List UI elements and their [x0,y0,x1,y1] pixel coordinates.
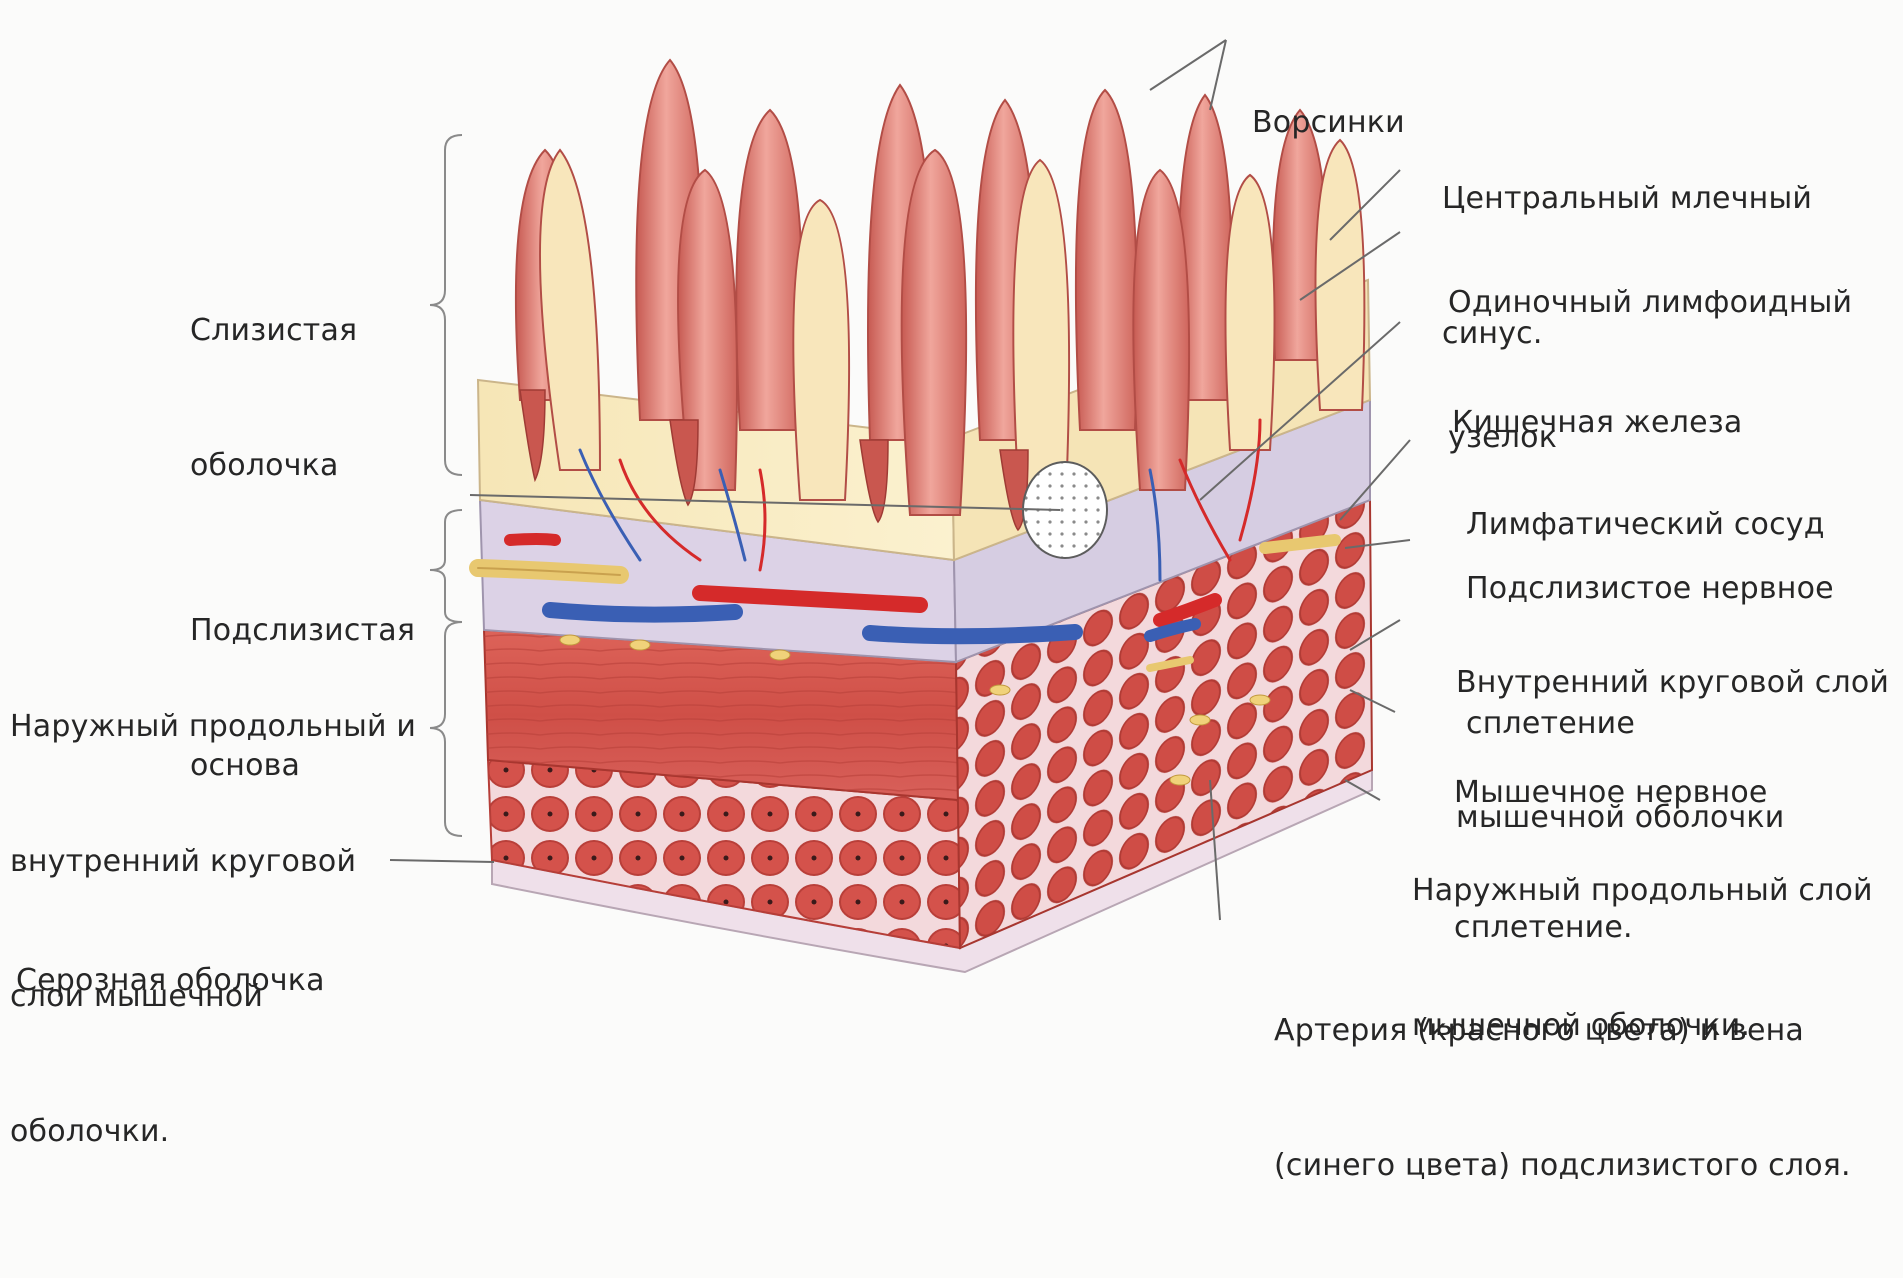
label-villi: Ворсинки [1252,10,1405,235]
left-brackets [430,135,462,836]
diagram-stage: Ворсинки Центральный млечный синус. Один… [0,0,1903,1004]
label-artery-vein-line1: Артерия (красного цвета) и вена [1274,1008,1851,1053]
label-artery-vein-line2: (синего цвета) подслизистого слоя. [1274,1143,1851,1188]
label-serosa-line1: Серозная оболочка [16,958,325,1003]
label-muscular-layers-line1: Наружный продольный и [10,704,416,749]
label-artery-vein: Артерия (красного цвета) и вена (синего … [1274,918,1851,1278]
label-serosa: Серозная оболочка [16,868,325,1093]
label-muscular-layers-line4: оболочки. [10,1109,416,1154]
label-outer-longitudinal-layer-line1: Наружный продольный слой [1412,868,1873,913]
label-villi-line1: Ворсинки [1252,100,1405,145]
label-mucosa-line1: Слизистая [190,308,357,353]
label-mucosa-line2: оболочка [190,443,357,488]
